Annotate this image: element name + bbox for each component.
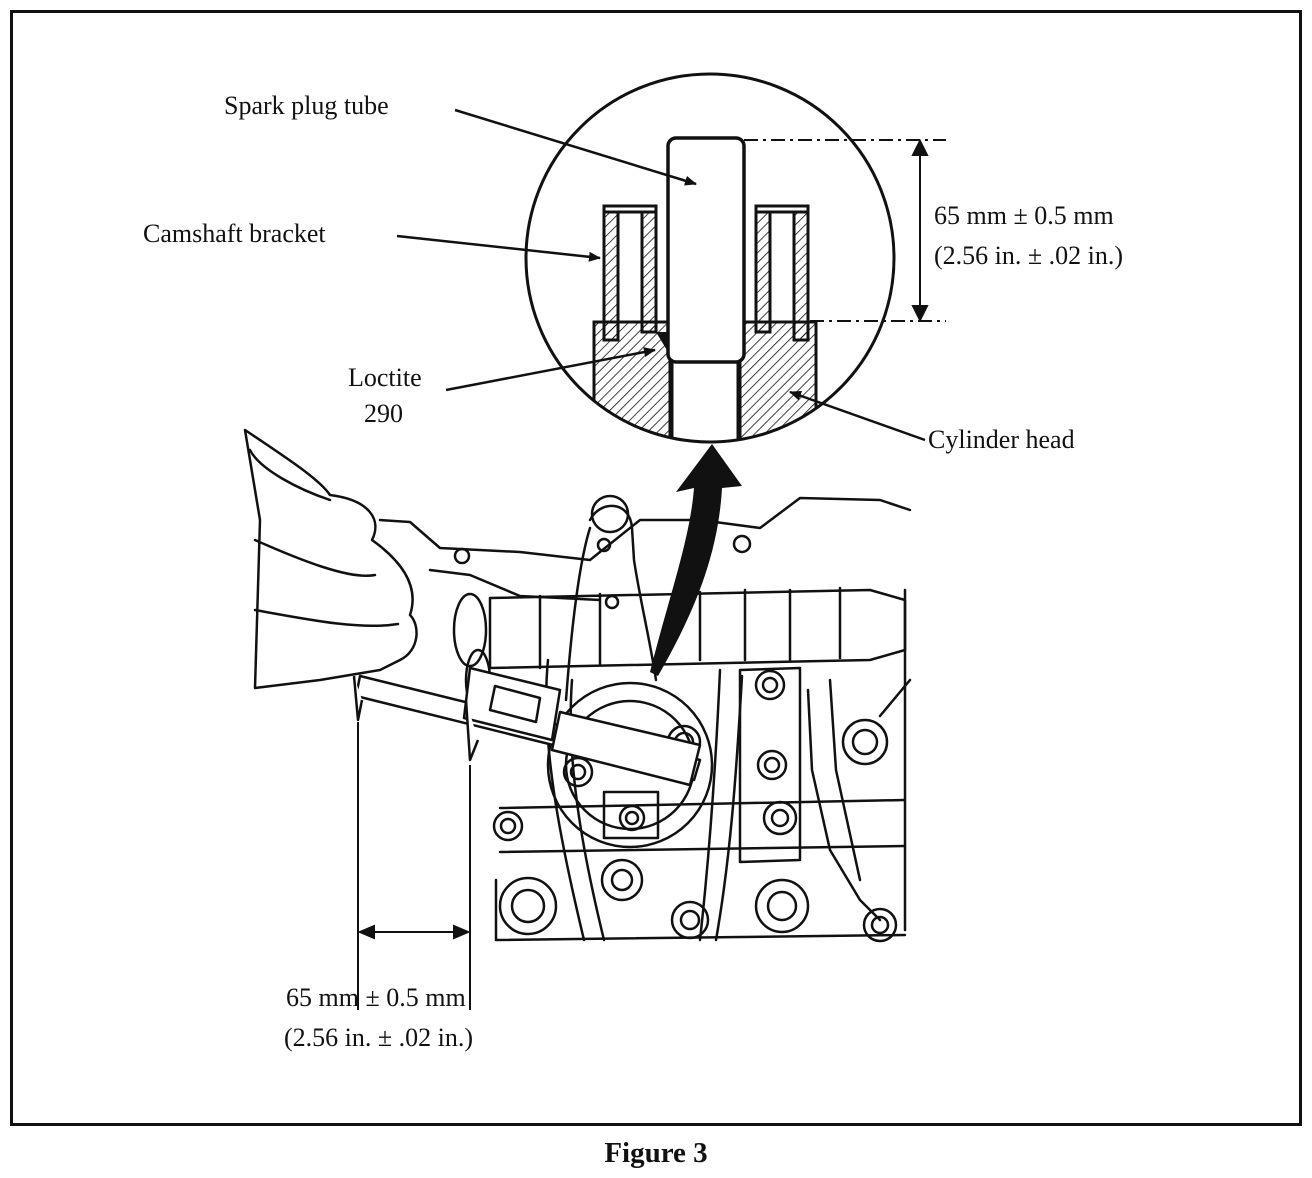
leader-lines [396,108,926,442]
top-dimension-imperial: (2.56 in. ± .02 in.) [934,241,1123,270]
label-spark-plug-tube: Spark plug tube [224,91,389,120]
bracket-left-inner [640,206,658,334]
bottom-dimension-imperial: (2.56 in. ± .02 in.) [284,1023,473,1052]
label-loctite: Loctite [348,363,422,392]
top-dimension [744,138,946,323]
bracket-left-outer [602,206,620,342]
figure-caption: Figure 3 [604,1137,708,1169]
bracket-left-top [602,204,658,214]
bracket-right-top [754,204,810,214]
magnify-arrow [650,444,742,676]
bottom-dimension [357,722,471,1010]
bracket-right-inner [754,206,772,334]
hand-illustration [243,428,418,690]
detail-circle-outline [524,72,896,444]
label-loctite-number: 290 [364,399,403,428]
label-camshaft-bracket: Camshaft bracket [143,219,326,248]
caliper-tool [352,666,702,787]
loctite-fillet [656,332,668,352]
label-cylinder-head: Cylinder head [928,425,1075,454]
figure-frame [10,10,1302,1126]
cylinder-bore [670,358,740,442]
bracket-right-outer [792,206,810,342]
top-dimension-metric: 65 mm ± 0.5 mm [934,201,1114,230]
detail-magnifier [592,136,818,442]
spark-plug-tube [666,136,746,364]
bottom-dimension-metric: 65 mm ± 0.5 mm [286,983,466,1012]
